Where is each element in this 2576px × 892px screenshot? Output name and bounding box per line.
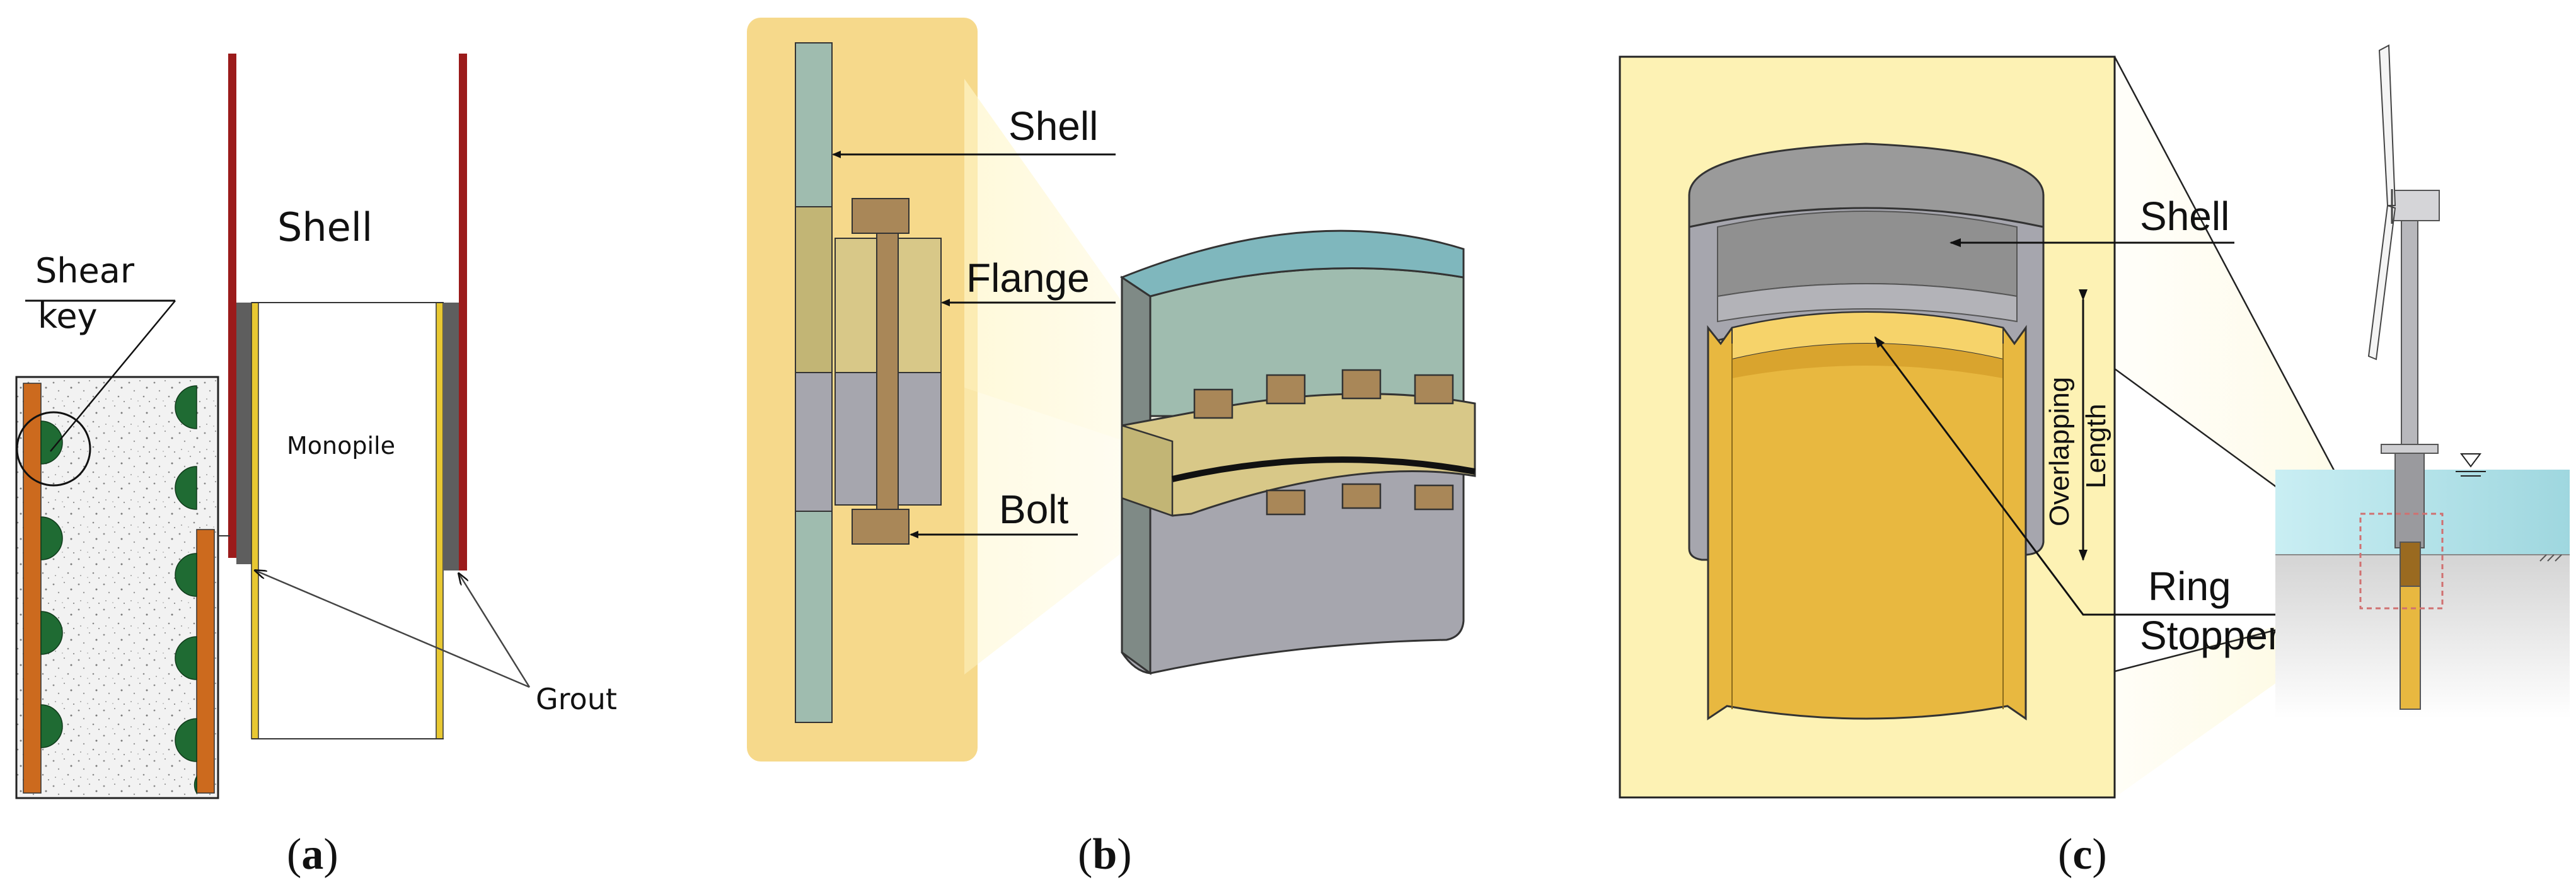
ring-stopper-label-line2: Stopper: [2140, 613, 2281, 658]
panel-a: Shell Monopile Shear key: [15, 54, 617, 879]
shear-keys-right: [175, 385, 197, 795]
flange-bolts-top: [1193, 369, 1454, 419]
cylinder-lower-body: [1121, 465, 1465, 675]
turbine-platform: [2381, 444, 2439, 454]
zoom-line-top: [2113, 56, 2362, 521]
bolt-shank: [876, 233, 899, 510]
overlap-label-line1: Overlapping: [2044, 377, 2075, 526]
flange-joint-line: [1171, 456, 1476, 482]
turbine-blade-lower: [2367, 204, 2396, 361]
panel-c: Shell Overlapping Length Ring Stopper: [1619, 44, 2570, 879]
caption-b: (b): [1078, 830, 1132, 879]
monopile-section: [2400, 586, 2421, 710]
cylinder-top-rim: [1119, 229, 1465, 298]
monopile-wall-left: [251, 302, 259, 739]
grout-leader-right: [459, 574, 531, 688]
grout-label: Grout: [536, 682, 617, 716]
seabed: [2275, 555, 2570, 719]
shell-label-b: Shell: [1008, 103, 1098, 149]
caption-a: (a): [287, 830, 338, 879]
orange-plate-right: [196, 529, 215, 794]
shell-plate-section: [795, 42, 833, 207]
grout-right: [444, 303, 459, 571]
shear-key-callout-circle: [16, 411, 91, 487]
caption-c: (c): [2058, 830, 2107, 879]
bolt-head: [852, 198, 910, 234]
shear-key-leader: [50, 300, 176, 452]
ring-inner-shade: [1732, 344, 2003, 378]
lower-plate-tail: [795, 511, 833, 723]
shell-label-a: Shell: [277, 204, 373, 250]
shell-wall-left: [228, 54, 236, 558]
turbine-blade: [2378, 44, 2396, 206]
turbine-tower: [2401, 211, 2418, 448]
lower-plate-section: [795, 372, 833, 512]
shell-label-c: Shell: [2140, 194, 2229, 239]
bolt-label: Bolt: [999, 487, 1069, 532]
flange-block-right: [898, 238, 942, 373]
transition-piece: [2394, 453, 2425, 548]
shell-top-rim: [1688, 142, 2045, 228]
grout-section: [2400, 542, 2421, 587]
flange-ring-front-face: [1121, 424, 1174, 517]
shell-body: [234, 54, 463, 303]
shear-key-label-line2: key: [38, 296, 98, 336]
shear-key-label-line1: Shear: [35, 251, 135, 291]
flange-label: Flange: [966, 255, 1090, 301]
shell-inner-ledge: [1717, 283, 2018, 323]
flange-bolts-bottom: [1266, 483, 1454, 516]
monopile-label: Monopile: [287, 432, 395, 460]
flange-plate-section: [795, 206, 833, 373]
turbine-nacelle: [2388, 190, 2440, 221]
panel-b: Shell Flange Bolt (b): [747, 18, 1476, 879]
flange-block-left: [835, 238, 879, 373]
shell-wall-right: [459, 54, 467, 571]
flange-block-right-lower: [898, 372, 942, 506]
seabed-hatch: [2539, 554, 2562, 562]
grout-leader-left: [255, 571, 530, 688]
overlap-label-line2: Length: [2081, 403, 2111, 489]
flange-block-left-lower: [835, 372, 879, 506]
water-level-icon: [2456, 453, 2486, 477]
ring-stopper-label-line1: Ring: [2148, 564, 2231, 609]
ring-stopper-leader: [1874, 336, 2301, 616]
monopile-wall-right: [436, 302, 444, 739]
bolt-nut: [852, 509, 910, 545]
grout-left: [236, 303, 251, 564]
zoom-beam-c-upper: [2115, 57, 2360, 548]
shear-keys-left: [40, 420, 63, 748]
orange-plate-left: [23, 383, 42, 794]
